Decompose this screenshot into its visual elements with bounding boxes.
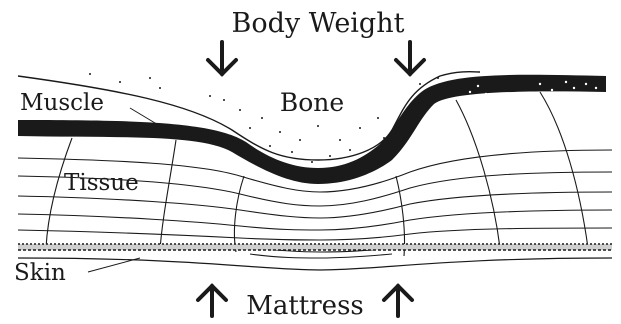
body-weight-label: Body Weight: [232, 8, 405, 39]
arrow-down-icon: [208, 42, 236, 74]
arrow-up-icon: [384, 286, 412, 316]
mattress-surface: [18, 258, 612, 270]
arrow-up-icon: [198, 286, 226, 316]
tissue-lines: [18, 150, 612, 258]
muscle-label: Muscle: [20, 90, 104, 116]
tissue-label: Tissue: [64, 170, 139, 196]
skin-layer: [18, 244, 612, 250]
skin-leader-line: [88, 258, 140, 272]
arrow-down-icon: [396, 42, 424, 74]
mattress-label: Mattress: [246, 291, 364, 321]
bone-label: Bone: [280, 88, 344, 117]
skin-label: Skin: [14, 260, 66, 286]
